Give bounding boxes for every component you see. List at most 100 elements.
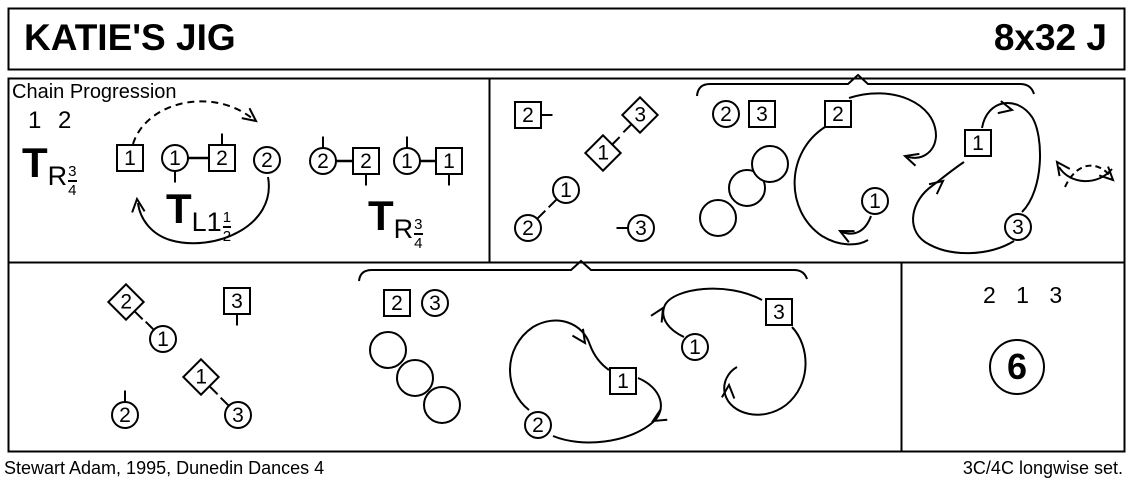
chain-dashed-arrowhead [241,107,258,123]
swirl-path [981,102,1041,213]
dancer-number: 1 [443,149,455,173]
dancer-number: 2 [522,103,534,127]
dancer-square-1: 1 [116,144,144,172]
dancer-number: 1 [972,131,984,155]
turn-solid-arrowhead [131,196,146,213]
dancer-circle-3: 3 [1004,213,1032,241]
facing-tick-up-left [144,320,155,331]
facing-tick-down [448,174,450,186]
dancer-number: 2 [261,148,273,172]
dancer-circle-2: 2 [111,390,139,429]
dancer-circle-1: 1 [861,187,889,215]
swirl-path [848,92,938,159]
cross-dashed-arrow [1064,164,1112,188]
dancer-number: 2 [317,149,329,173]
dancer-circle-2: 2 [712,100,740,128]
circle-six-label: 6 [1006,346,1028,387]
circle-six-hands-symbol: 6 [989,339,1045,395]
dancer-square-2: 2 [824,100,852,128]
dancer-square-3: 3 [748,100,776,128]
dancer-number: 2 [119,403,131,427]
swirl-arrowhead [997,100,1015,115]
dancer-circle-2: 2 [253,146,281,174]
turn-symbol: T [22,139,48,186]
dancer-circle-2: 2 [524,411,552,439]
deviser-credit: Stewart Adam, 1995, Dunedin Dances 4 [4,458,325,478]
swirl-path [552,377,662,444]
swirl-path [509,319,610,411]
dancer-number: 3 [773,300,785,324]
dancer-circle-2: 2 [514,209,547,242]
facing-tick-right [541,114,553,116]
dancer-number: 3 [429,291,441,315]
dancer-square-3: 3 [765,298,793,326]
swirl-arrowhead [928,179,945,195]
swirl-path [841,215,872,235]
facing-tick-down [365,174,367,186]
dancer-circle-3: 3 [616,214,655,242]
fraction-numerator: 3 [414,216,423,233]
page-title: KATIE'S JIG [24,17,236,58]
swirl-path [723,326,807,416]
fraction-denominator: 4 [414,235,423,253]
swirl-path [912,161,1015,255]
dancer-diamond-2: 2 [106,282,146,322]
dancer-square-1: 1 [964,129,992,157]
turn-symbol: T [368,192,394,239]
panel-bottom-left-frame [7,261,903,453]
facing-tick-down [174,171,176,183]
dancer-number: 2 [391,291,403,315]
figure-caption: Chain Progression [12,81,177,103]
dancer-number: 1 [401,149,413,173]
fraction-numerator: 1 [222,209,232,226]
facing-tick-up [221,133,223,145]
dancer-diamond-3: 3 [620,95,660,135]
path-circle [751,145,789,183]
facing-tick-up [124,390,126,402]
facing-tick-down-left [547,198,558,209]
dancer-circle-3: 3 [219,396,252,429]
dancer-number: 1 [195,365,207,389]
dancer-circle-2: 2 [309,136,337,175]
swirl-path [793,126,869,246]
dancer-number: 1 [869,189,881,213]
chain-dashed-arrow [132,100,254,145]
dancer-square-1: 1 [609,367,637,395]
facing-tick-up-right [611,135,621,145]
facing-tick-up [322,136,324,148]
fraction-numerator: 3 [68,163,77,180]
facing-tick-down [236,314,238,326]
dancer-circle-1: 1 [547,176,580,209]
dancer-square-1: 1 [435,147,463,186]
turn-hand: R [47,161,68,191]
start-order-label: 1 2 [28,107,77,134]
path-circle [423,386,461,424]
dancer-number: 1 [169,146,181,170]
swirl-arrowhead [571,328,587,345]
swirl-arrowhead [650,306,665,323]
facing-tick-down-left [622,123,632,133]
turn-hand: R [393,214,414,244]
dancer-number: 2 [832,102,844,126]
dancer-number: 3 [1012,215,1024,239]
dancer-number: 1 [689,335,701,359]
dancer-circle-3: 3 [421,289,449,317]
dancer-number: 2 [522,216,534,240]
facing-tick-up-left [219,396,230,407]
fraction-denominator: 2 [222,228,232,246]
cross-dashed-arrowhead [1098,166,1115,182]
facing-tick-up-right [536,209,547,220]
swirl-arrowhead [902,152,920,167]
dancer-number: 3 [231,289,243,313]
dancer-square-3: 3 [223,287,251,326]
dancer-circle-1: 1 [144,320,177,353]
turn-hand: L1 [191,207,222,237]
repeat-brace-top [696,73,1035,97]
dancer-number: 2 [720,102,732,126]
